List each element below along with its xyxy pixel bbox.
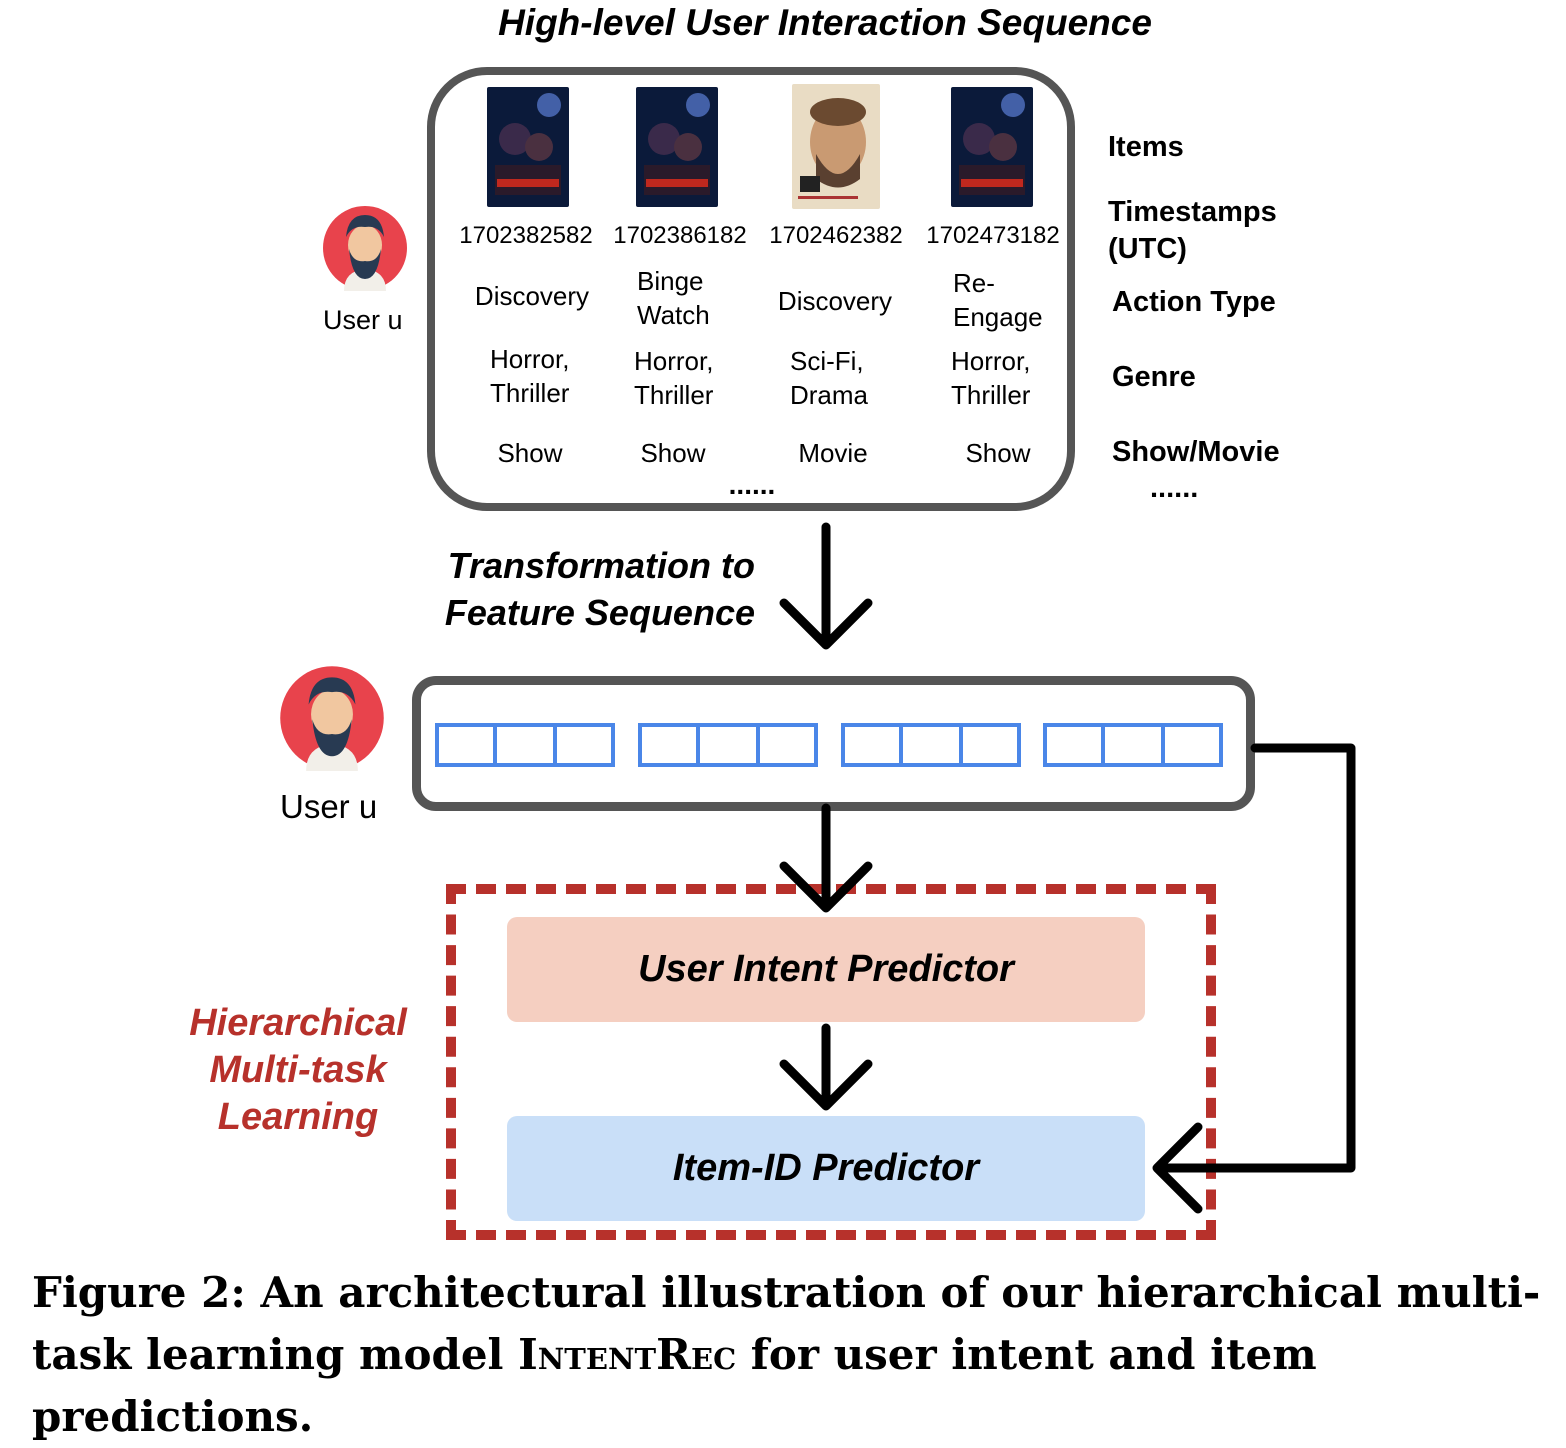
feature-token-group-1 — [435, 723, 615, 767]
content-type-3: Movie — [798, 438, 868, 468]
transformation-label: Transformation to Feature Sequence — [300, 542, 755, 636]
genre-4-line1: Horror, — [951, 346, 1031, 376]
label-timestamps-unit: (UTC) — [1108, 233, 1187, 265]
action-type-1-line1: Discovery — [474, 281, 590, 311]
genre-2-line1: Horror, — [634, 346, 714, 376]
genre-1-line1: Horror, — [490, 344, 570, 374]
token-dividers — [493, 723, 1165, 767]
action-type-2: Binge Watch — [637, 264, 737, 332]
timestamp-3: 1702462382 — [769, 222, 903, 249]
genre-4: Horror, Thriller — [951, 344, 1061, 412]
feature-token-group-2 — [638, 723, 818, 767]
action-type-2-line1: Binge — [637, 266, 704, 296]
arrow-intent-to-item — [779, 1023, 873, 1111]
action-type-3-line1: Discovery — [777, 286, 893, 316]
arrow-to-intent — [779, 803, 873, 913]
action-type-4-line2: Engage — [953, 302, 1043, 332]
caption-model-name: IntentRec — [518, 1330, 737, 1379]
caption-part1: Figure 2: An architectural illustration … — [32, 1268, 1541, 1379]
action-type-2-line2: Watch — [637, 300, 710, 330]
genre-2: Horror, Thriller — [634, 344, 744, 412]
transformation-label-line1: Transformation to — [447, 545, 755, 586]
hml-label-line3: Learning — [217, 1096, 379, 1138]
label-timestamps: Timestamps — [1108, 196, 1277, 228]
diagram-title: High-level User Interaction Sequence — [498, 2, 1152, 43]
content-type-4: Show — [965, 438, 1031, 468]
content-type-2: Show — [640, 438, 706, 468]
user-avatar-2 — [279, 665, 385, 771]
action-type-1: Discovery — [462, 279, 602, 313]
genre-3: Sci-Fi, Drama — [790, 344, 900, 412]
transformation-label-line2: Feature Sequence — [444, 592, 755, 633]
label-genre: Genre — [1112, 361, 1196, 393]
interaction-sequence-box — [427, 67, 1075, 511]
feature-token-group-4 — [1043, 723, 1223, 767]
action-type-4-line1: Re- — [953, 268, 995, 298]
genre-3-line1: Sci-Fi, — [790, 346, 864, 376]
user-label-bottom: User u — [280, 788, 378, 825]
user-intent-predictor: User Intent Predictor — [507, 917, 1145, 1022]
label-more-ellipsis: ...... — [1150, 472, 1199, 504]
genre-4-line2: Thriller — [951, 380, 1031, 410]
genre-1-line2: Thriller — [490, 378, 570, 408]
hierarchical-multitask-label: Hierarchical Multi-task Learning — [170, 1000, 426, 1141]
genre-3-line2: Drama — [790, 380, 869, 410]
arrow-transform — [779, 522, 873, 650]
action-type-3: Discovery — [765, 284, 905, 318]
poster-item-2 — [636, 87, 718, 207]
content-type-1: Show — [497, 438, 563, 468]
hml-label-line2: Multi-task — [209, 1049, 387, 1091]
label-action-type: Action Type — [1112, 286, 1276, 318]
hml-label-line1: Hierarchical — [189, 1002, 407, 1044]
poster-item-1 — [487, 87, 569, 207]
timestamp-1: 1702382582 — [459, 222, 593, 249]
item-id-predictor: Item-ID Predictor — [507, 1116, 1145, 1221]
poster-item-3 — [792, 84, 880, 209]
figure-caption: Figure 2: An architectural illustration … — [32, 1262, 1552, 1448]
user-label-top: User u — [323, 305, 403, 335]
user-avatar — [322, 205, 408, 291]
flow-arrows — [779, 522, 1356, 1214]
multitask-learning-region — [446, 884, 1216, 1240]
feature-token-group-3 — [841, 723, 1021, 767]
timestamp-4: 1702473182 — [926, 222, 1060, 249]
action-type-4: Re- Engage — [953, 266, 1063, 334]
label-items: Items — [1108, 131, 1184, 163]
label-show-movie: Show/Movie — [1112, 436, 1280, 468]
timestamp-2: 1702386182 — [613, 222, 747, 249]
genre-2-line2: Thriller — [634, 380, 714, 410]
genre-1: Horror, Thriller — [490, 342, 600, 410]
feature-sequence-box — [412, 676, 1255, 811]
sequence-more-ellipsis: ...... — [728, 469, 776, 500]
poster-item-4 — [951, 87, 1033, 207]
arrow-skip-to-item — [1152, 743, 1356, 1214]
